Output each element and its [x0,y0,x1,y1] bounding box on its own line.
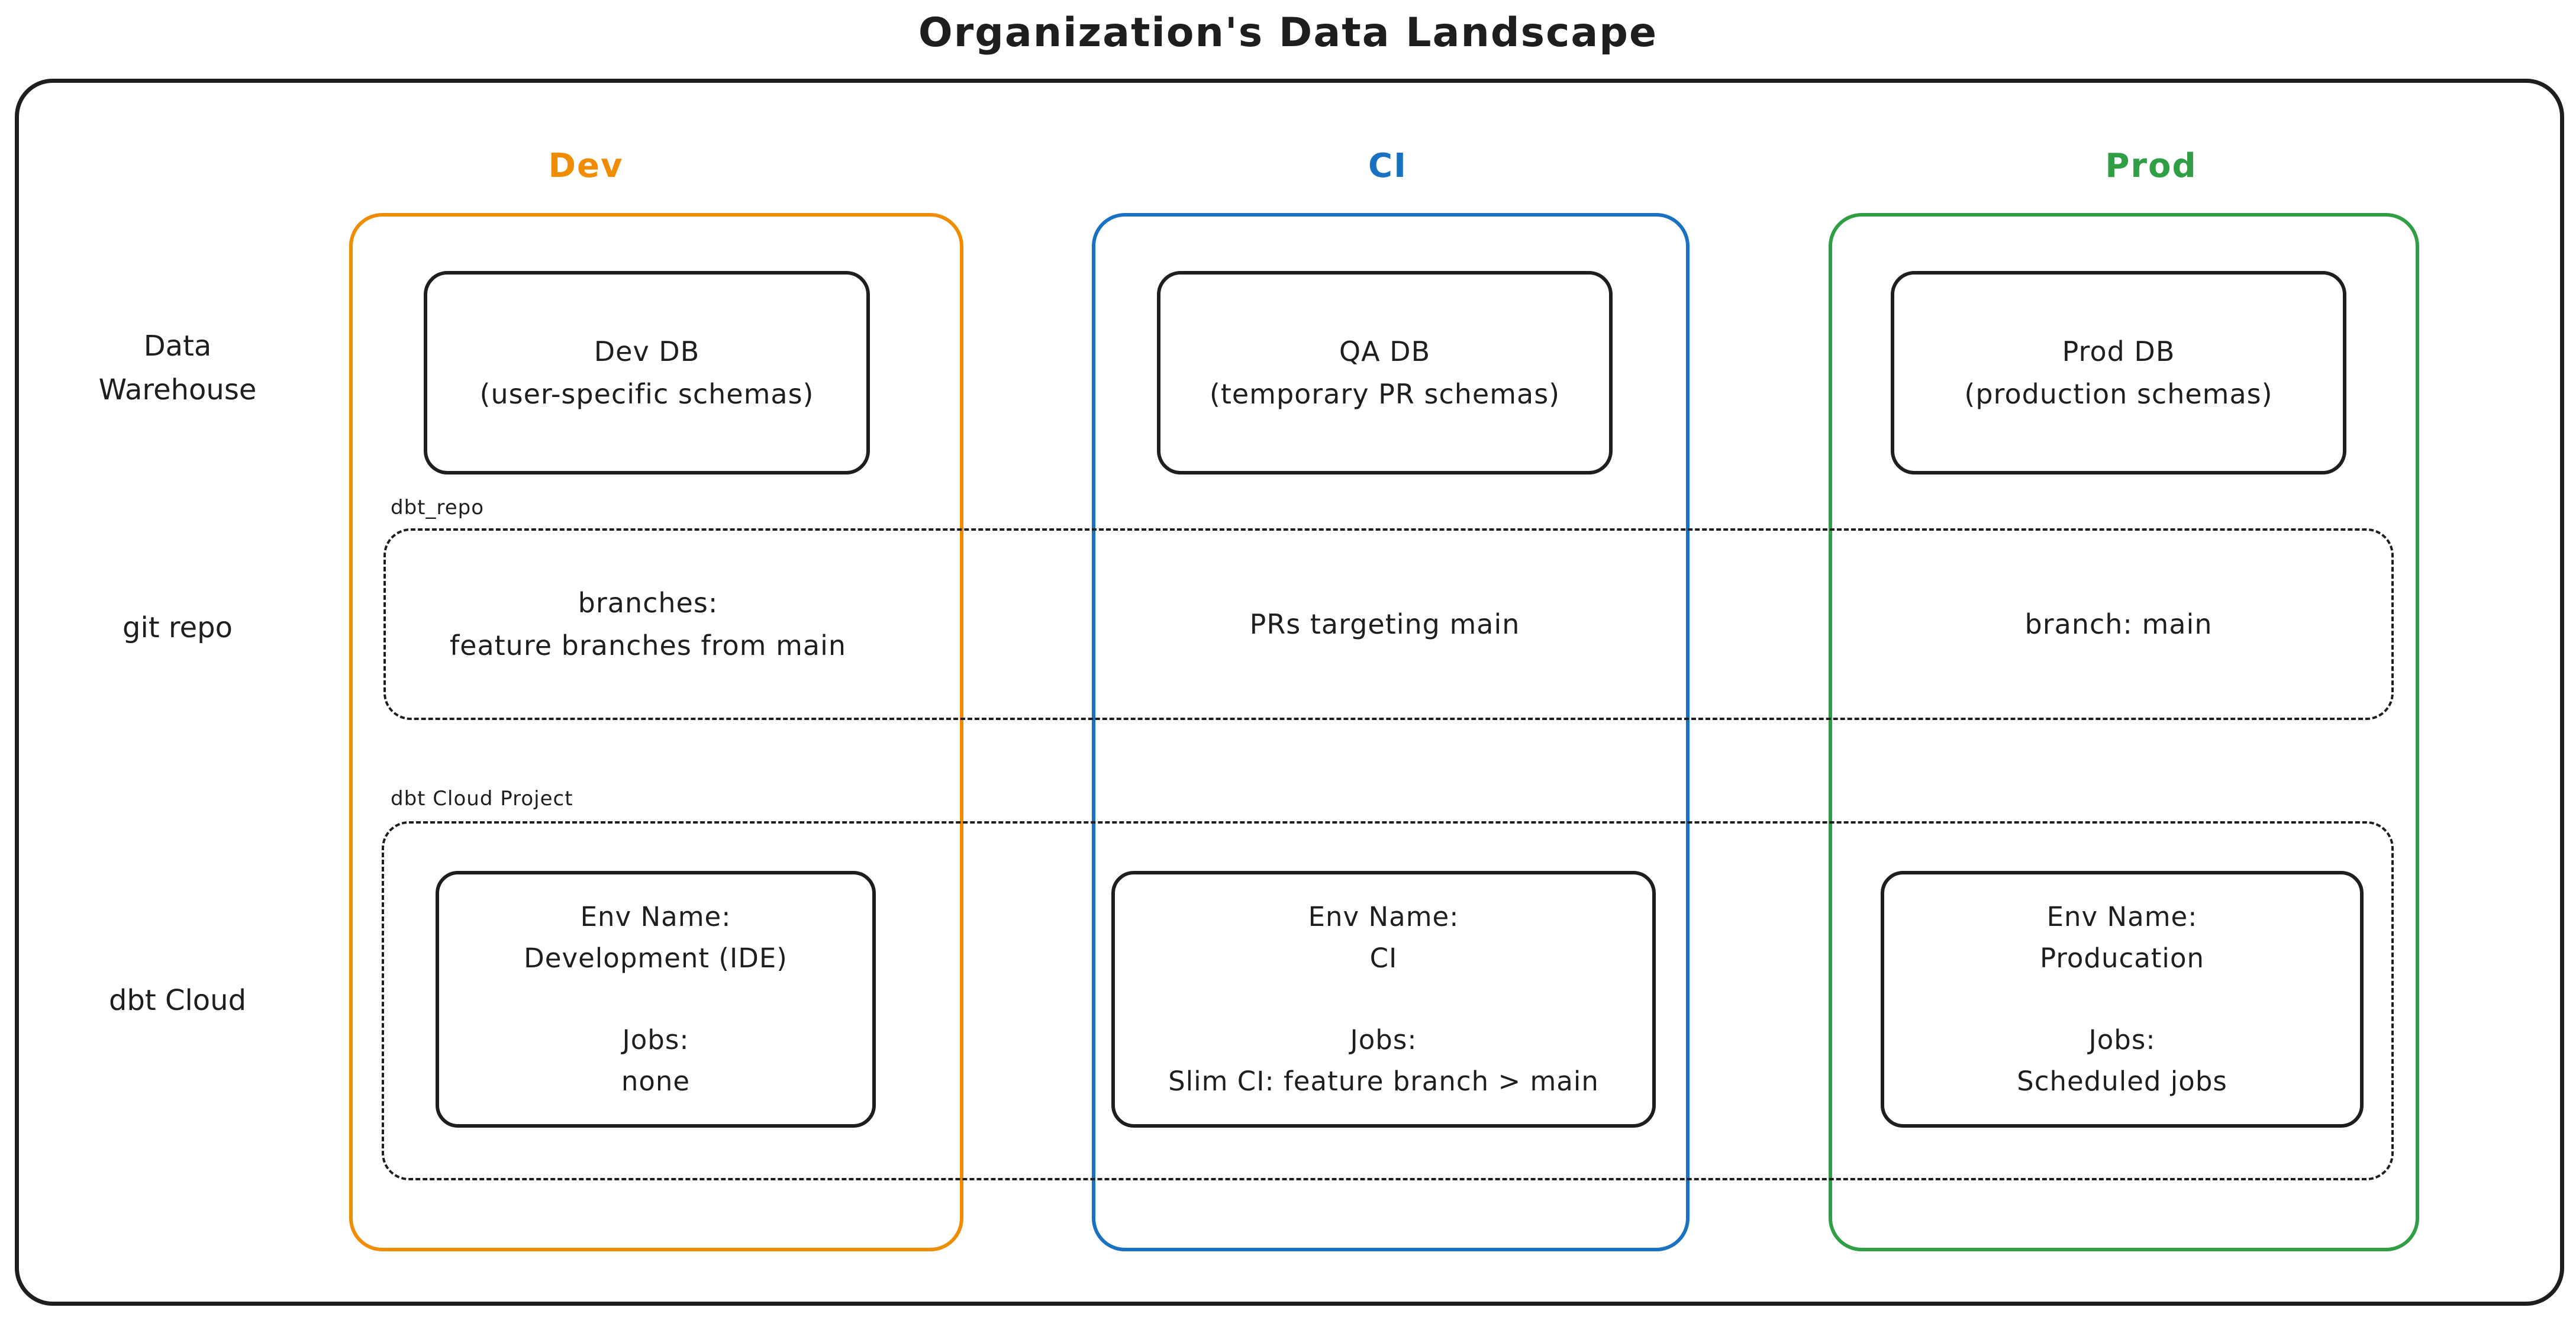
prod-env-name-value: Producation [2040,942,2204,974]
dev-jobs-value: none [621,1066,691,1097]
dev-env-box: Env Name: Development (IDE) Jobs: none [436,871,876,1128]
dev-env-name-value: Development (IDE) [524,942,788,974]
git-repo-dev-line1: branches: [578,587,718,619]
ci-env-name-label: Env Name: [1308,901,1459,932]
qa-db-box: QA DB (temporary PR schemas) [1157,271,1613,474]
ci-environment-container [1092,213,1690,1251]
column-header-prod: Prod [2105,147,2197,185]
ci-env-box: Env Name: CI Jobs: Slim CI: feature bran… [1111,871,1656,1128]
dev-db-box: Dev DB (user-specific schemas) [424,271,870,474]
prod-jobs-value: Scheduled jobs [2017,1066,2227,1097]
qa-db-name: QA DB [1339,335,1431,367]
row-label-data-warehouse-line1: Data [143,330,212,363]
git-repo-prod-cell: branch: main [2024,608,2213,640]
dev-db-name: Dev DB [594,335,700,367]
diagram-title: Organization's Data Landscape [918,9,1658,56]
ci-jobs-value: Slim CI: feature branch > main [1168,1066,1599,1097]
dev-jobs-label: Jobs: [622,1024,689,1055]
prod-environment-container [1829,213,2419,1251]
dev-db-schemas: (user-specific schemas) [479,378,814,410]
ci-env-name-value: CI [1369,942,1398,974]
prod-env-name-label: Env Name: [2046,901,2198,932]
row-label-dbt-cloud: dbt Cloud [108,984,247,1017]
column-header-ci: CI [1368,147,1407,185]
outer-frame [15,79,2564,1306]
row-label-data-warehouse-line2: Warehouse [98,373,257,406]
git-repo-dev-cell: branches: feature branches from main [432,528,864,720]
dev-env-name-label: Env Name: [580,901,731,932]
prod-db-schemas: (production schemas) [1964,378,2273,410]
dbt-cloud-project-dashed-box [382,821,2394,1180]
dbt-repo-label: dbt_repo [391,496,485,519]
qa-db-schemas: (temporary PR schemas) [1209,378,1561,410]
ci-jobs-label: Jobs: [1350,1024,1417,1055]
git-repo-dev-line2: feature branches from main [449,630,847,661]
prod-jobs-label: Jobs: [2088,1024,2156,1055]
prod-db-name: Prod DB [2062,335,2175,367]
dbt-cloud-project-label: dbt Cloud Project [391,787,573,811]
dbt-repo-dashed-box [383,528,2394,720]
dev-environment-container [349,213,963,1251]
column-header-dev: Dev [548,147,624,185]
git-repo-ci-cell: PRs targeting main [1249,608,1520,640]
prod-db-box: Prod DB (production schemas) [1891,271,2346,474]
prod-env-box: Env Name: Producation Jobs: Scheduled jo… [1881,871,2364,1128]
row-label-data-warehouse: Data Warehouse [36,324,320,412]
row-label-git-repo: git repo [122,611,233,644]
